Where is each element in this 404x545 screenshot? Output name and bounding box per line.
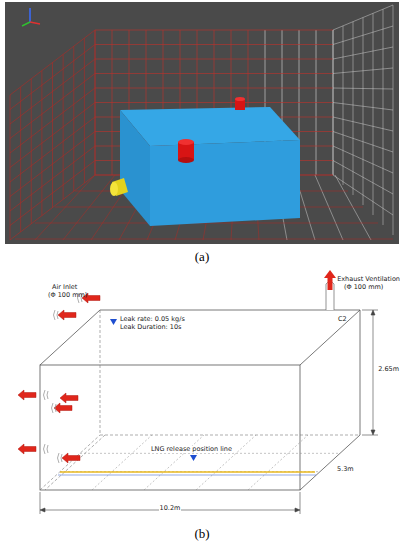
grid-line	[333, 132, 393, 153]
grid-line	[10, 146, 95, 211]
grid-line	[333, 68, 393, 74]
grid-line	[333, 117, 393, 131]
grid-line	[333, 5, 393, 30]
grid-line	[95, 44, 333, 45]
render-background	[5, 2, 399, 244]
grid-line	[333, 161, 393, 195]
annotation: LNG release position line	[150, 446, 233, 453]
mesh-grid	[10, 5, 393, 240]
grid-line	[333, 88, 393, 89]
grid-line	[333, 47, 393, 59]
annotation: C2	[338, 316, 347, 323]
panel-caption: (b)	[194, 527, 209, 542]
exhaust-duct	[324, 270, 336, 310]
grid-line	[333, 146, 393, 173]
annotation: 2.65m	[377, 366, 400, 373]
grid-line	[353, 22, 354, 195]
grid-line	[196, 435, 256, 490]
inlet-cylinder	[110, 178, 128, 196]
grid-line	[333, 26, 393, 45]
leak-marker	[110, 319, 117, 325]
grid-line	[10, 132, 95, 197]
grid-line	[10, 45, 95, 110]
annotation: (Φ 100 mm)	[48, 292, 87, 299]
grid-line	[10, 59, 95, 124]
grid-line	[343, 26, 344, 185]
grid-line	[335, 175, 371, 240]
annotation: Leak Duration: 10s	[120, 324, 181, 331]
grid-line	[95, 30, 333, 31]
grid-line	[15, 239, 393, 240]
grid-line	[10, 103, 95, 168]
release-marker	[190, 455, 197, 461]
grid-line	[10, 175, 95, 240]
grid-line	[60, 471, 320, 472]
grid-line	[10, 30, 95, 95]
grid-line	[95, 59, 333, 60]
grid-line	[383, 9, 384, 225]
exhaust-cylinder	[178, 139, 194, 163]
grid-line	[95, 88, 333, 89]
grid-line	[10, 88, 95, 153]
annotation: 5.3m	[336, 466, 355, 473]
grid-line	[10, 74, 95, 139]
inlet-arrows	[18, 293, 100, 463]
annotation: Leak rate: 0.05 kg/s	[120, 316, 185, 323]
panel-caption: (a)	[195, 250, 209, 265]
annotation: Air Inlet	[52, 284, 77, 291]
grid-line	[144, 435, 204, 490]
grid-line	[333, 175, 393, 215]
release-line	[60, 471, 315, 473]
annotation: (Φ 100 mm)	[344, 284, 383, 291]
grid-line	[95, 102, 333, 103]
grid-line	[10, 117, 95, 182]
room-volume	[120, 107, 300, 226]
grid-line	[35, 175, 95, 240]
grid-line	[393, 5, 394, 235]
annotation: Exhaust Ventilation	[337, 276, 400, 283]
room-outline	[40, 310, 360, 490]
floor-guide	[58, 475, 316, 476]
grid-line	[373, 13, 374, 215]
floor-grid	[60, 435, 340, 490]
axis-triad	[22, 8, 40, 26]
annotation: 10.2m	[159, 505, 182, 512]
dimension-lines	[40, 310, 378, 514]
grid-line	[63, 175, 115, 240]
outlet-cylinder	[235, 97, 245, 110]
grid-line	[315, 175, 343, 240]
grid-line	[333, 103, 393, 111]
grid-line	[248, 435, 308, 490]
grid-line	[95, 73, 333, 74]
hidden-edges	[40, 310, 360, 490]
grid-line	[92, 435, 152, 490]
